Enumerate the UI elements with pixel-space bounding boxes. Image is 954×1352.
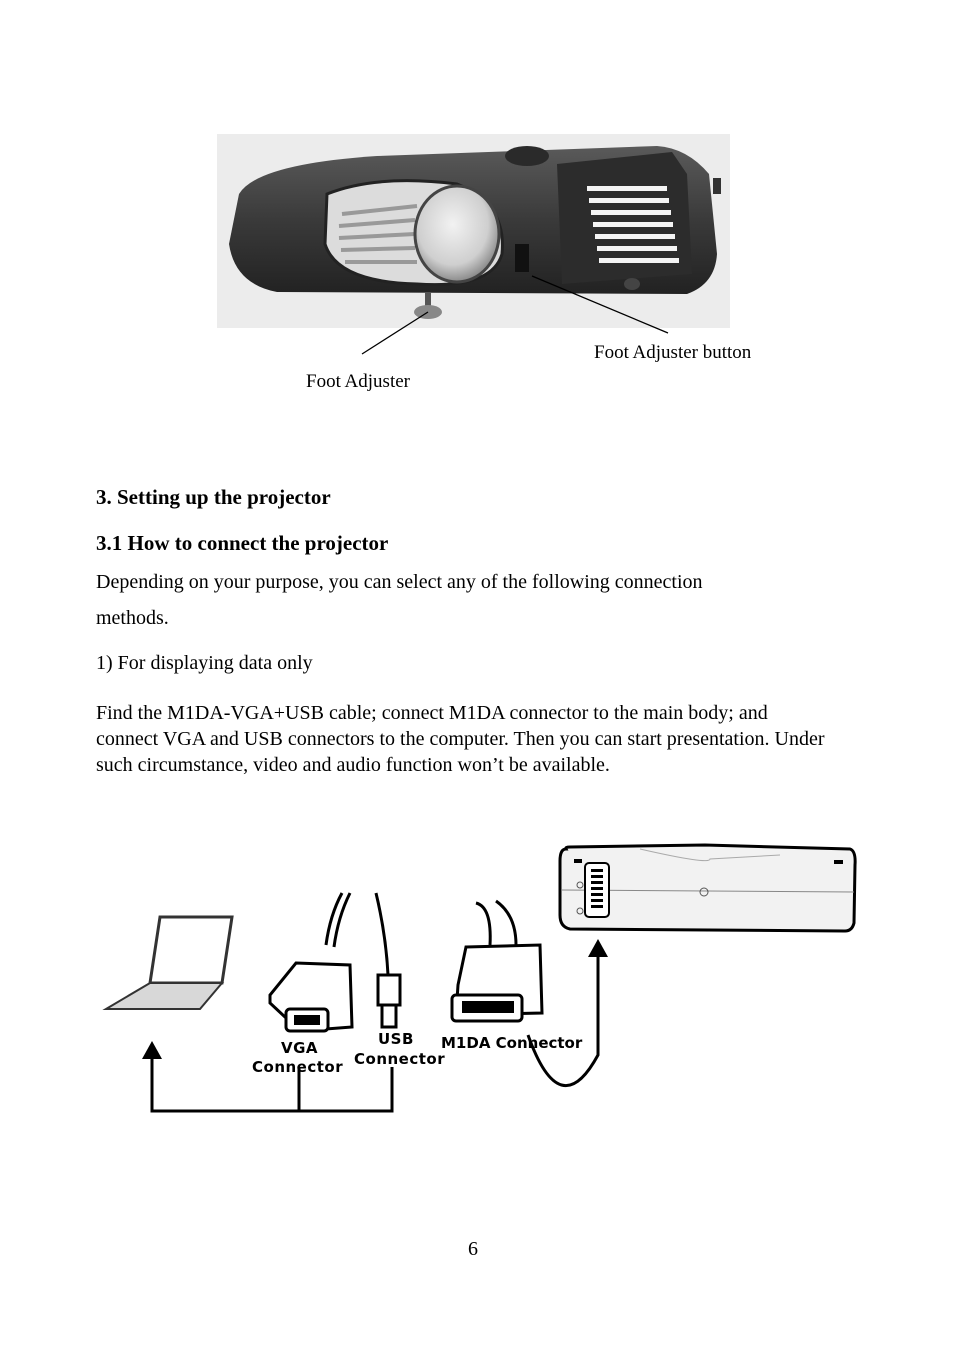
section-heading: 3. Setting up the projector (96, 485, 331, 509)
leader-lines (361, 275, 669, 355)
label-vga: VGA (281, 1039, 319, 1057)
vga-connector-icon (268, 892, 354, 1033)
label-foot-adjuster-button: Foot Adjuster button (594, 342, 752, 363)
label-m1da-connector: M1DA Connector (441, 1034, 583, 1052)
label-usb: USB (378, 1030, 414, 1048)
label-usb-connector: Connector (354, 1050, 446, 1068)
list-item-1: 1) For displaying data only (96, 652, 313, 674)
laptop-icon (102, 915, 234, 1010)
subsection-heading: 3.1 How to connect the projector (96, 531, 389, 555)
projector-rear-panel (558, 843, 857, 933)
projector-illustration (229, 146, 721, 319)
label-foot-adjuster: Foot Adjuster (306, 371, 410, 392)
usb-connector-icon (374, 892, 402, 1029)
page-number: 6 (468, 1238, 478, 1260)
label-vga-connector: Connector (252, 1058, 344, 1076)
connection-diagram (102, 843, 857, 1113)
projector-image (217, 134, 730, 328)
m1da-connector-icon (450, 899, 544, 1023)
intro-line-2: methods. (96, 607, 169, 629)
instruction-paragraph: Find the M1DA-VGA+USB cable; connect M1D… (96, 702, 825, 776)
intro-line-1: Depending on your purpose, you can selec… (96, 571, 703, 593)
